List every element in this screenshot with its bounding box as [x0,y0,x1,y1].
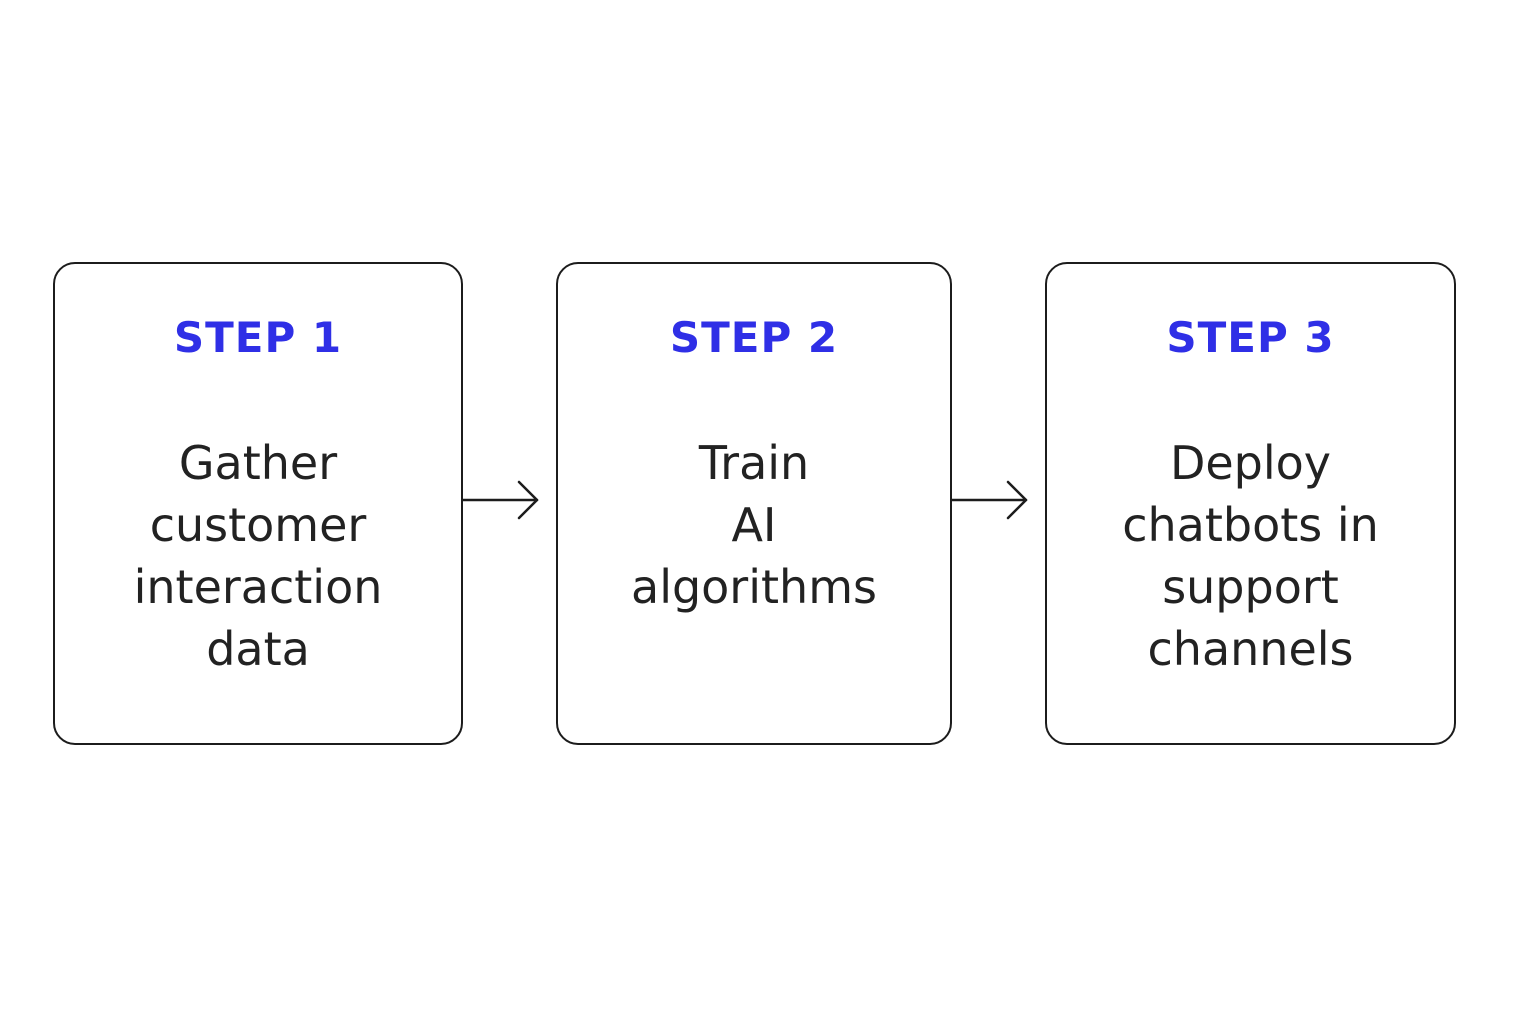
step-1-description: Gather customer interaction data [55,432,461,680]
step-1-line: Gather [178,436,338,490]
step-3-description: Deploy chatbots in support channels [1047,432,1454,680]
step-3-line: chatbots in [1122,498,1379,552]
step-1-label: STEP 1 [173,313,343,362]
step-1-line: customer [149,498,367,552]
step-1-line: interaction [133,560,383,614]
step-2-label: STEP 2 [669,313,839,362]
step-2-line: algorithms [631,560,877,614]
step-2-box: STEP 2 Train AI algorithms [556,262,952,745]
step-3-line: support [1162,560,1339,614]
step-3-line: Deploy [1169,436,1332,490]
right-arrow-icon [461,480,539,520]
step-2-description: Train AI algorithms [558,432,950,618]
step-2-line: AI [731,498,777,552]
step-3-line: channels [1147,622,1354,676]
step-1-line: data [206,622,310,676]
step-3-label: STEP 3 [1166,313,1335,362]
right-arrow-icon [950,480,1028,520]
step-2-line: Train [698,436,810,490]
step-1-box: STEP 1 Gather customer interaction data [53,262,463,745]
step-3-box: STEP 3 Deploy chatbots in support channe… [1045,262,1456,745]
